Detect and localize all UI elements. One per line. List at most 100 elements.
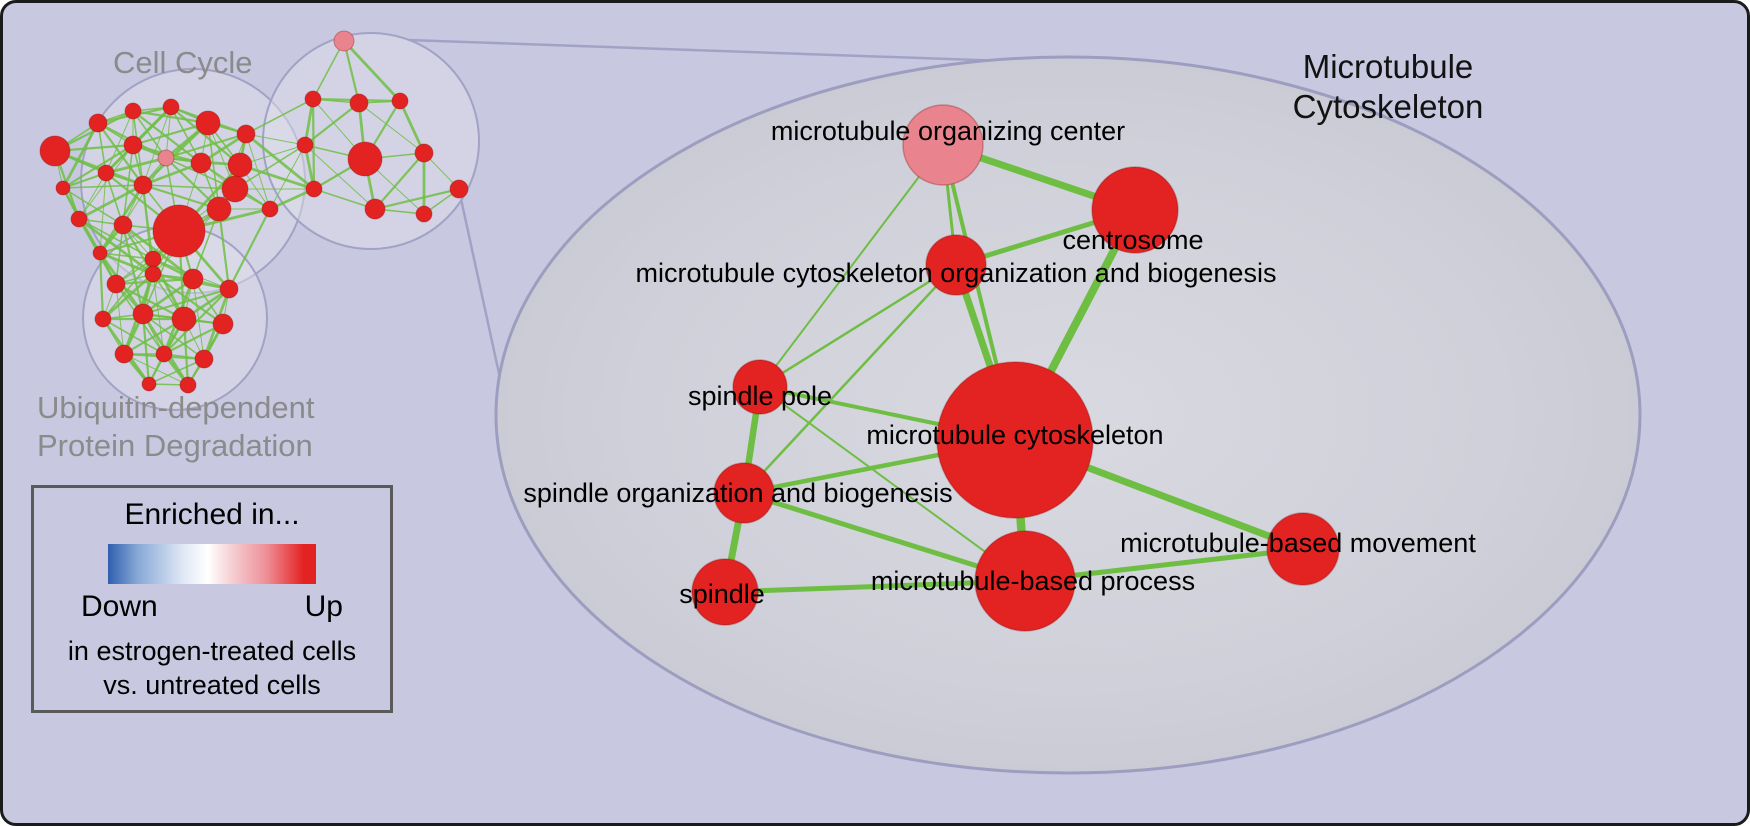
overview-node[interactable] [347,141,383,177]
overview-node[interactable] [114,344,134,364]
overview-edge [217,208,231,290]
overview-node[interactable] [349,93,369,113]
node-centrosome[interactable] [1091,166,1179,254]
overview-node[interactable] [333,30,355,52]
overview-node[interactable] [133,175,153,195]
overview-node[interactable] [414,143,434,163]
overview-node[interactable] [171,306,197,332]
overview-edge [269,187,315,211]
overview-node[interactable] [124,102,142,120]
overview-edge [142,287,230,316]
zoom-connector-line [407,38,1006,63]
overview-edge [228,208,271,290]
node-moc[interactable] [902,104,984,186]
overview-node[interactable] [88,113,108,133]
overview-node[interactable] [219,279,239,299]
node-spindle[interactable] [691,558,759,626]
node-mbm[interactable] [1266,512,1340,586]
overview-node[interactable] [144,265,162,283]
legend-endpoint-labels: Down Up [81,590,343,624]
overview-edge [342,40,402,102]
overview-edge [312,40,345,100]
overview-edge [141,313,151,385]
overview-edge [313,188,376,210]
overview-node[interactable] [236,124,256,144]
overview-edge [102,272,154,321]
overview-node[interactable] [144,250,162,268]
overview-node[interactable] [155,345,173,363]
overview-node[interactable] [70,210,88,228]
legend-up-label: Up [304,590,343,623]
overview-edge [142,184,236,190]
node-mc[interactable] [936,361,1094,519]
overview-node[interactable] [113,215,133,235]
overview-edge [207,122,220,210]
overview-node[interactable] [97,164,115,182]
overview-node[interactable] [227,152,253,178]
overview-node[interactable] [304,90,322,108]
node-mcob[interactable] [925,234,987,296]
overview-edge [105,156,167,175]
node-spole[interactable] [732,359,788,415]
overview-node[interactable] [141,376,157,392]
overview-edge [98,252,105,320]
edge-moc-spole [759,144,944,388]
overview-node[interactable] [391,92,409,110]
overview-node[interactable] [212,313,234,335]
overview-edge [269,144,306,210]
overview-node[interactable] [221,175,249,203]
node-label-mc: microtubule cytoskeleton [866,420,1163,450]
overview-node[interactable] [92,245,108,261]
overview-edge [62,144,134,189]
overview-edge [78,172,107,220]
overview-edge [311,98,316,190]
overview-edge [78,217,154,276]
overview-edge [165,157,220,210]
overview-edge [152,273,165,355]
overview-edge [245,133,306,146]
overview-node[interactable] [305,180,323,198]
overview-edge [61,122,100,189]
overview-edge [132,110,202,164]
node-mbp[interactable] [974,530,1076,632]
node-label-mbm: microtubule-based movement [1120,528,1476,558]
overview-node[interactable] [106,274,126,294]
overview-edge [148,358,205,385]
overview-edge [99,252,154,260]
overview-node[interactable] [179,376,197,394]
overview-node[interactable] [157,149,175,167]
overview-node[interactable] [55,180,71,196]
overview-edge [304,102,360,146]
overview-node[interactable] [364,198,386,220]
overview-edge [62,184,144,189]
overview-node[interactable] [152,204,206,258]
overview-node[interactable] [261,200,279,218]
node-label-spole: spindle pole [688,381,832,411]
overview-node[interactable] [206,196,232,222]
overview-edge [132,110,167,159]
overview-edge [165,106,172,159]
overview-edge [163,323,224,355]
overview-node[interactable] [194,349,214,369]
overview-node[interactable] [449,179,469,199]
edge-mcob-spole [759,263,957,389]
overview-node[interactable] [190,152,212,174]
overview-edge [142,183,220,211]
overview-node[interactable] [132,303,154,325]
overview-node[interactable] [123,135,143,155]
overview-node[interactable] [94,310,112,328]
overview-node[interactable] [296,136,314,154]
overview-edge [358,102,425,154]
legend-gradient-bar [108,544,316,584]
overview-edge [115,283,185,320]
overview-node[interactable] [162,98,180,116]
legend-box: Enriched in... Down Up in estrogen-treat… [31,485,393,713]
overview-node[interactable] [39,135,71,167]
overview-node[interactable] [195,110,221,136]
node-sorg[interactable] [713,462,775,524]
overview-node[interactable] [415,205,433,223]
overview-edge [78,183,144,221]
overview-edge [398,100,426,154]
overview-node[interactable] [182,268,204,290]
